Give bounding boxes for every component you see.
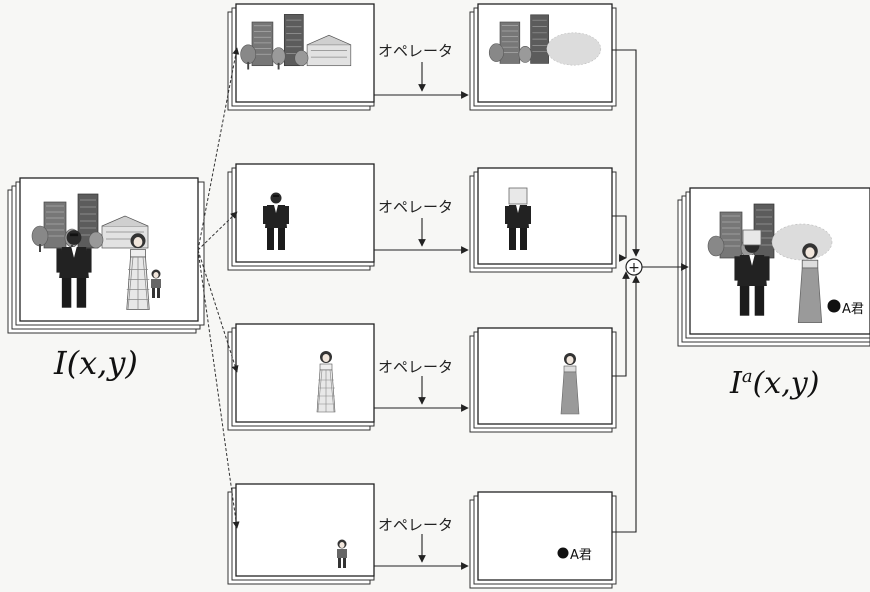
- output-frame: [678, 188, 870, 346]
- branch-4-input-frame: [228, 484, 374, 584]
- operator-label-4: オペレータ: [378, 514, 453, 535]
- branch-3-output-frame: [470, 328, 616, 432]
- operator-label-2: オペレータ: [378, 196, 453, 217]
- branch-4-output-frame: [470, 492, 616, 588]
- output-formula-args: (x,y): [753, 366, 820, 401]
- output-badge: A君: [842, 298, 864, 317]
- operator-arrows: [374, 62, 468, 566]
- branch-3-input-frame: [228, 324, 374, 430]
- input-frame: [8, 178, 204, 333]
- input-formula: I(x,y): [54, 344, 138, 382]
- branch-4-badge: A君: [570, 544, 592, 563]
- branch-2-input-frame: [228, 164, 374, 270]
- branch-2-output-frame: [470, 168, 616, 272]
- sum-symbol: +: [628, 260, 640, 276]
- output-formula: Ia(x,y): [730, 366, 819, 401]
- branch-1-output-frame: [470, 4, 616, 110]
- operator-label-1: オペレータ: [378, 40, 453, 61]
- badge-label: A君: [570, 544, 592, 563]
- output-formula-sup: a: [742, 366, 753, 387]
- branch-1-input-frame: [228, 4, 374, 110]
- operator-label-3: オペレータ: [378, 356, 453, 377]
- output-formula-base: I: [730, 366, 742, 401]
- badge-label: A君: [842, 298, 864, 317]
- merge-lines: [612, 50, 688, 532]
